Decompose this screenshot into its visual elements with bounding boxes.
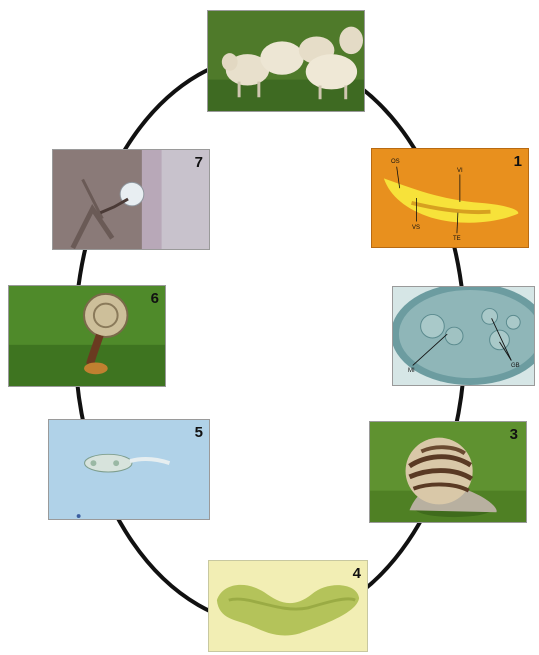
adult-fluke-photo: 1 OS VS VI TE xyxy=(371,148,529,248)
te-label: TE xyxy=(453,236,461,242)
stage-number: 7 xyxy=(195,155,203,170)
os-label: OS xyxy=(391,159,400,165)
sheep-photo xyxy=(207,10,365,112)
sporocyst-photo: 4 xyxy=(208,560,368,652)
vi-label: VI xyxy=(457,168,463,174)
stage-number: 3 xyxy=(510,427,518,442)
mi-label: MI xyxy=(408,368,415,374)
gb-label: GB xyxy=(511,363,520,369)
stage-number: 4 xyxy=(353,566,361,581)
stage-number: 5 xyxy=(195,425,203,440)
cercaria-photo: 5 xyxy=(48,419,210,520)
snail-host-photo: 3 xyxy=(369,421,527,523)
stage-number: 1 xyxy=(514,154,522,169)
snail-slime-ball-photo: 6 xyxy=(8,285,166,387)
stage-number: 6 xyxy=(151,291,159,306)
vs-label: VS xyxy=(412,225,420,231)
egg-photo: MI GB xyxy=(392,286,535,386)
ant-metacercaria-photo: 7 xyxy=(52,149,210,250)
